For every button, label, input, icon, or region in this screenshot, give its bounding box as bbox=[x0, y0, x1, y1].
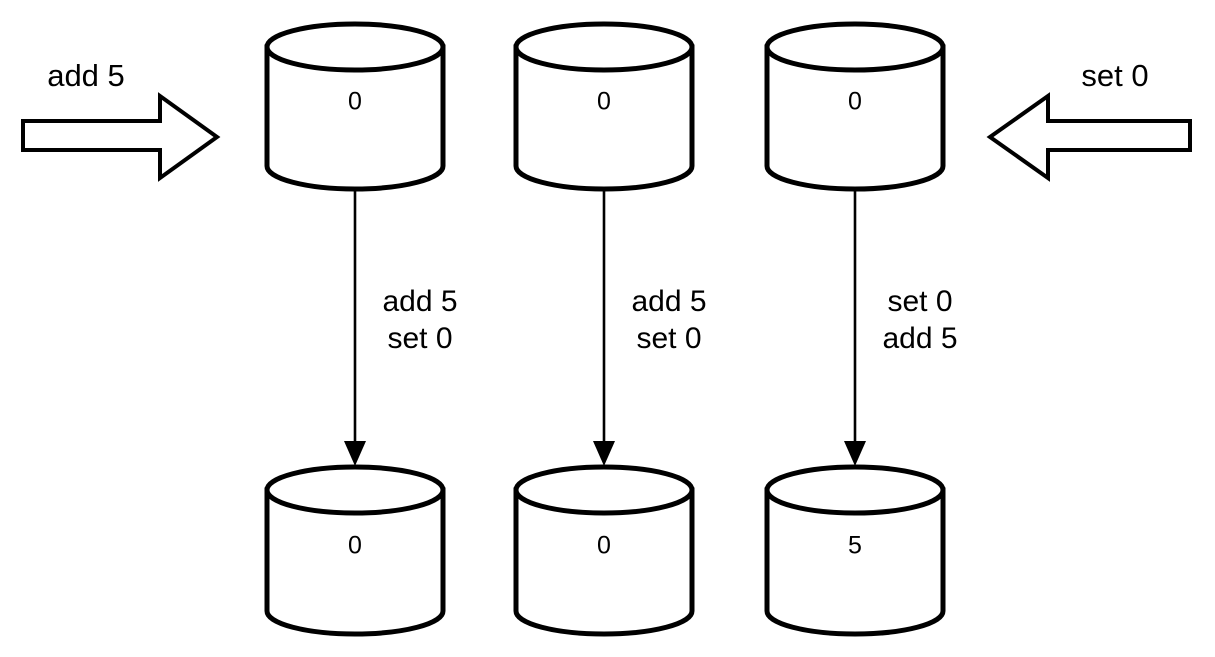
block-arrow-right-icon bbox=[21, 92, 221, 182]
replica-3-bottom-cylinder[interactable]: 5 bbox=[764, 464, 946, 637]
cylinder-body bbox=[764, 487, 946, 637]
replica-1-initial-value: 0 bbox=[348, 88, 362, 116]
cylinder-top-ellipse bbox=[264, 21, 446, 73]
replica-1-bottom-cylinder[interactable]: 0 bbox=[264, 464, 446, 637]
flow-arrow-head-icon bbox=[593, 441, 615, 466]
block-arrow-left-icon bbox=[986, 92, 1192, 182]
replica-2-operation-1: add 5 bbox=[631, 285, 706, 318]
replica-column-3: 0 set 0 add 5 5 bbox=[764, 21, 958, 637]
external-operation-right-label: set 0 bbox=[1081, 58, 1148, 93]
replica-column-1: 0 add 5 set 0 0 bbox=[264, 21, 458, 637]
cylinder-top-ellipse bbox=[264, 464, 446, 516]
replica-1-top-cylinder[interactable]: 0 bbox=[264, 21, 446, 192]
replica-3-flow-arrow bbox=[844, 189, 866, 466]
external-operation-left-label: add 5 bbox=[47, 58, 125, 93]
replica-2-bottom-cylinder[interactable]: 0 bbox=[513, 464, 695, 637]
replica-2-initial-value: 0 bbox=[597, 88, 611, 116]
external-operation-right[interactable]: set 0 bbox=[986, 58, 1192, 182]
replica-column-2: 0 add 5 set 0 0 bbox=[513, 21, 707, 637]
external-operation-left[interactable]: add 5 bbox=[21, 58, 221, 182]
replica-3-final-value: 5 bbox=[848, 532, 862, 560]
cylinder-body bbox=[513, 487, 695, 637]
cylinder-top-ellipse bbox=[513, 21, 695, 73]
cylinder-top-ellipse bbox=[513, 464, 695, 516]
flow-arrow-head-icon bbox=[344, 441, 366, 466]
cylinder-body bbox=[264, 44, 446, 192]
replica-3-top-cylinder[interactable]: 0 bbox=[764, 21, 946, 192]
cylinder-body bbox=[513, 44, 695, 192]
flow-arrow-head-icon bbox=[844, 441, 866, 466]
replica-2-top-cylinder[interactable]: 0 bbox=[513, 21, 695, 192]
replica-2-flow-arrow bbox=[593, 189, 615, 466]
replica-3-initial-value: 0 bbox=[848, 88, 862, 116]
cylinder-top-ellipse bbox=[764, 464, 946, 516]
replica-2-operation-2: set 0 bbox=[636, 322, 701, 355]
replica-2-final-value: 0 bbox=[597, 532, 611, 560]
replica-1-operation-1: add 5 bbox=[382, 285, 457, 318]
replica-1-operation-2: set 0 bbox=[387, 322, 452, 355]
cylinder-body bbox=[264, 487, 446, 637]
cylinder-body bbox=[764, 44, 946, 192]
cylinder-top-ellipse bbox=[764, 21, 946, 73]
replica-1-final-value: 0 bbox=[348, 532, 362, 560]
replica-3-operation-1: set 0 bbox=[887, 285, 952, 318]
replica-1-flow-arrow bbox=[344, 189, 366, 466]
replica-3-operation-2: add 5 bbox=[882, 322, 957, 355]
